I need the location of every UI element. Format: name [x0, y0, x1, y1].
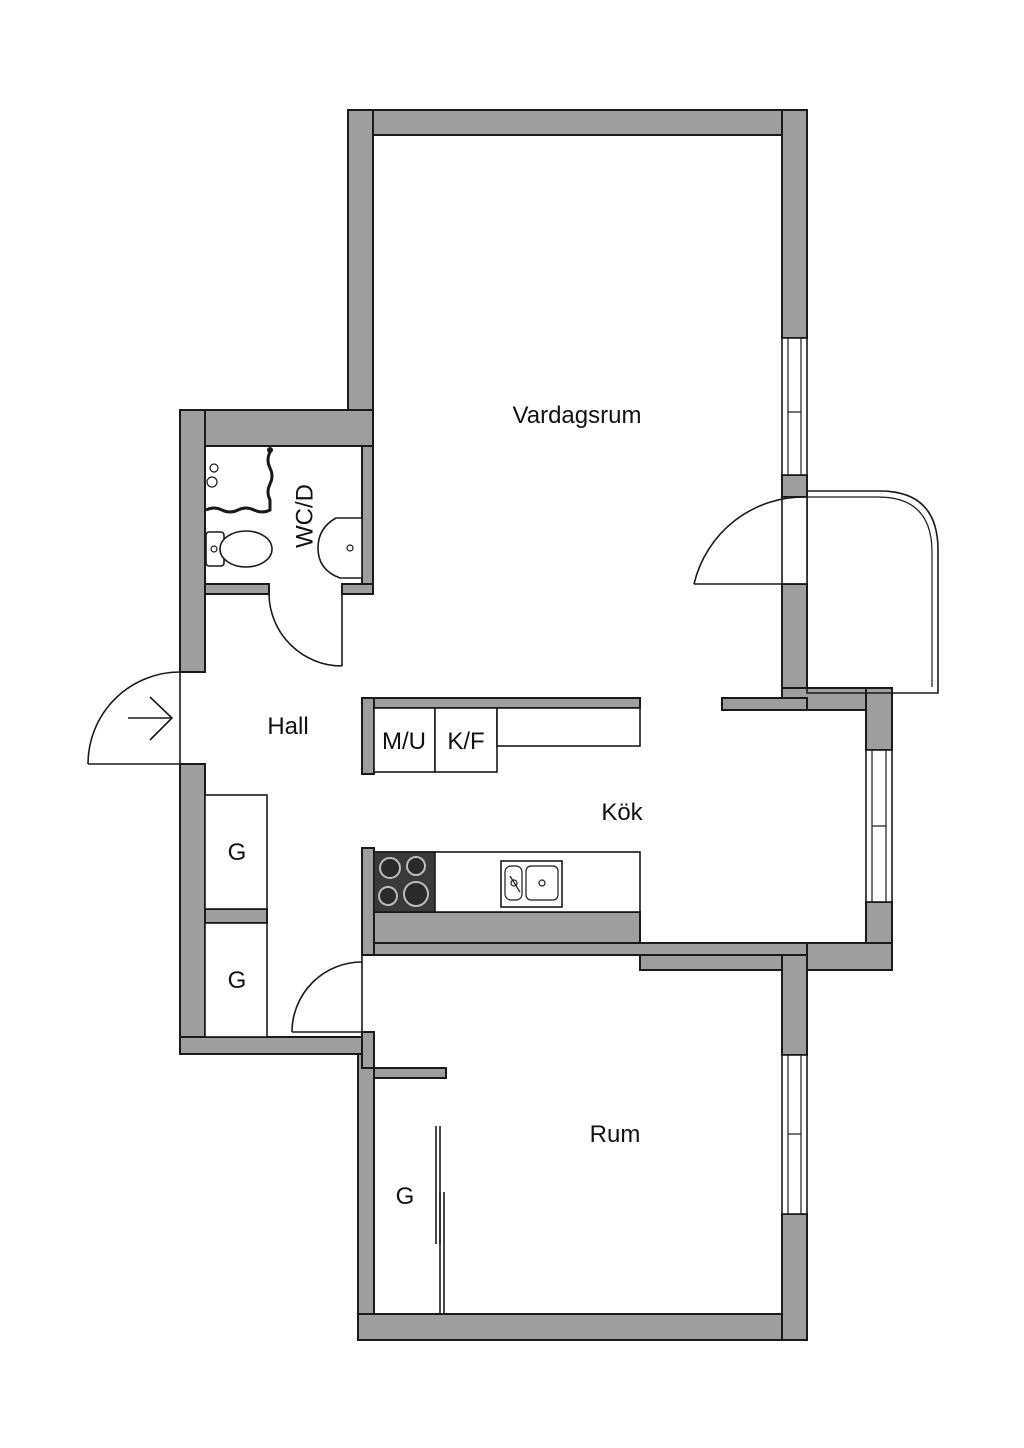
hall-closets: G G: [204, 794, 268, 1038]
interior-walls: [204, 445, 808, 956]
wall-kitchen-right-upper: [865, 687, 893, 751]
wall-kitchen-top-stub: [721, 697, 808, 711]
balcony-door-swing: [693, 496, 808, 585]
cabinet-laundry-label: M/U: [382, 728, 426, 755]
wc-fixtures: WC/D: [205, 447, 363, 579]
wall-living-right-mid: [781, 474, 808, 498]
window-room: [781, 1054, 808, 1215]
closet-upper[interactable]: [204, 794, 268, 910]
room-label-bath: WC/D: [291, 484, 318, 548]
wall-room-partition-stub: [373, 1067, 447, 1079]
wall-living-right-lower: [781, 583, 808, 699]
window-living: [781, 337, 808, 476]
wall-kitchen-room-right: [373, 942, 808, 956]
wall-closet-divider: [204, 908, 268, 924]
wall-living-top: [347, 109, 808, 136]
room-wardrobe[interactable]: G: [396, 1126, 445, 1314]
wall-wc-right: [361, 445, 374, 595]
room-label-kitchen: Kök: [601, 799, 643, 826]
wc-door[interactable]: [268, 593, 343, 667]
wall-wc-bottom-right: [341, 583, 374, 595]
island-counter: [496, 707, 641, 747]
wall-hall-left-lower: [179, 763, 206, 1055]
cabinet-fridge-label: K/F: [447, 728, 484, 755]
room-label-hall: Hall: [267, 713, 308, 740]
wall-living-left: [347, 109, 374, 411]
toilet-icon: [205, 530, 273, 568]
sink-icon: [317, 517, 363, 579]
exterior-walls: [179, 109, 893, 1341]
window-kitchen: [865, 749, 893, 903]
closet-lower[interactable]: [204, 922, 268, 1038]
wall-wc-top: [179, 409, 374, 447]
wall-room-right-upper: [781, 954, 808, 1056]
entry-door[interactable]: [87, 671, 181, 765]
closet-upper-label: G: [228, 839, 247, 866]
kitchen-fixtures: M/U K/F: [373, 707, 641, 913]
room-door[interactable]: [291, 955, 363, 1033]
room-label-room: Rum: [590, 1121, 641, 1148]
closet-lower-label: G: [228, 967, 247, 994]
room-label-living: Vardagsrum: [513, 402, 642, 429]
wardrobe-label: G: [396, 1183, 415, 1210]
balcony: [693, 490, 939, 694]
wall-island-top: [361, 697, 641, 709]
wall-living-right-upper: [781, 109, 808, 339]
doors: [87, 593, 363, 1033]
room-labels: Vardagsrum Hall Kök Rum: [267, 402, 643, 1148]
wall-room-bottom: [357, 1313, 808, 1341]
wall-island-left: [361, 697, 375, 775]
wall-room-left-upper: [361, 1031, 375, 1069]
wall-room-right-lower: [781, 1213, 808, 1341]
windows: [781, 337, 893, 1215]
kitchen-sink-icon: [500, 860, 563, 908]
wall-kitchen-left-stub: [361, 847, 375, 956]
stove-icon: [373, 851, 436, 913]
wall-hall-bottom: [179, 1036, 364, 1055]
wall-room-left: [357, 1053, 375, 1341]
wall-wc-left: [179, 409, 206, 673]
shower-curtain-icon: [205, 451, 274, 514]
wall-wc-bottom-left: [204, 583, 270, 595]
entry-arrow-head-icon: [149, 696, 174, 741]
balcony-door-frame: [781, 496, 808, 585]
